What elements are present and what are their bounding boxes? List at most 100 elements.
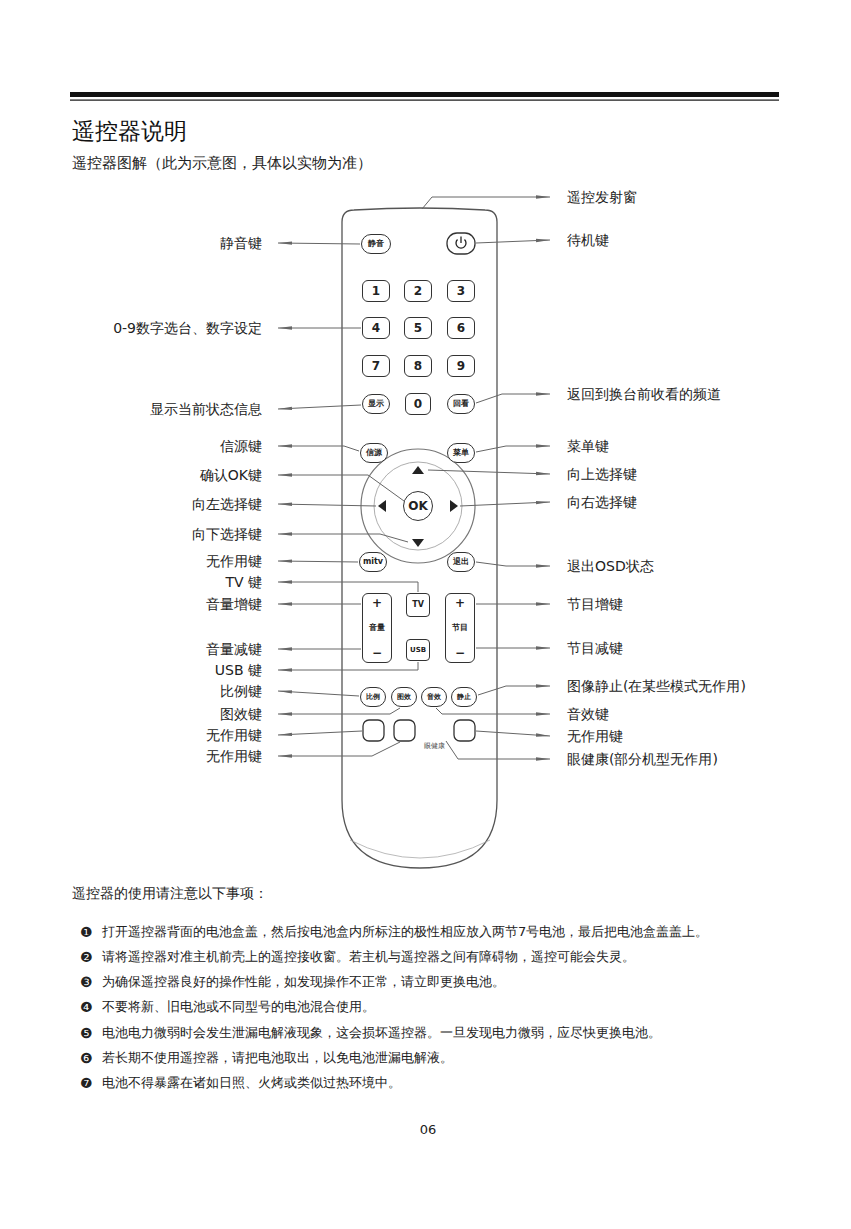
button-text: 8 xyxy=(414,360,422,372)
button-text: 退出 xyxy=(453,558,469,566)
remote-button: 2 xyxy=(404,280,432,302)
button-text: 7 xyxy=(372,360,380,372)
callout-label: 无作用键 xyxy=(206,748,262,765)
callout-label: 向左选择键 xyxy=(192,496,262,513)
button-text: 静止 xyxy=(457,694,471,701)
button-text: 3 xyxy=(457,285,465,297)
button-text: + xyxy=(455,597,465,609)
remote-bottom-edge xyxy=(350,840,490,858)
leader-line xyxy=(476,731,550,736)
note-text: 为确保遥控器良好的操作性能，如发现操作不正常，请立即更换电池。 xyxy=(102,974,505,990)
note-text: 不要将新、旧电池或不同型号的电池混合使用。 xyxy=(102,999,375,1015)
button-text: 静音 xyxy=(368,240,384,248)
remote-button: mitv xyxy=(359,552,387,572)
callout-label: 菜单键 xyxy=(567,438,609,455)
leader-line xyxy=(278,662,418,670)
button-caption: 眼健康 xyxy=(424,743,445,750)
remote-button: USB xyxy=(406,639,430,661)
callout-label: 节目减键 xyxy=(567,640,623,657)
button-text: 图效 xyxy=(397,694,411,701)
note-text: 打开遥控器背面的电池盒盖，然后按电池盒内所标注的极性相应放入两节7号电池，最后把… xyxy=(102,924,708,940)
remote-button: 显示 xyxy=(362,394,390,414)
note-text: ❷ xyxy=(80,949,93,966)
leader-line xyxy=(278,446,359,451)
callout-label: TV 键 xyxy=(225,574,262,591)
callout-label: 向右选择键 xyxy=(567,494,637,511)
button-text: 显示 xyxy=(368,400,384,408)
callout-label: 图像静止(在某些模式无作用) xyxy=(567,678,746,695)
leader-line xyxy=(446,741,550,759)
remote-button: 比例 xyxy=(360,687,386,707)
callout-label: 无作用键 xyxy=(206,727,262,744)
callout-label: 确认OK键 xyxy=(200,467,262,484)
leader-line xyxy=(476,562,550,566)
button-text: mitv xyxy=(363,558,383,566)
callout-label: 待机键 xyxy=(567,232,609,249)
remote-button: TV xyxy=(406,593,430,617)
leader-line xyxy=(278,328,361,329)
button-text: 9 xyxy=(457,360,465,372)
note-text: 电池电力微弱时会发生泄漏电解液现象，这会损坏遥控器。一旦发现电力微弱，应尽快更换… xyxy=(102,1025,661,1041)
callout-label: 眼健康(部分机型无作用) xyxy=(567,751,718,768)
leader-line xyxy=(476,446,550,452)
button-text: OK xyxy=(408,500,428,512)
note-text: ❹ xyxy=(80,999,93,1016)
leader-line xyxy=(478,686,550,695)
button-text: 5 xyxy=(414,322,422,334)
remote-button: 6 xyxy=(447,317,475,339)
callout-label: 无作用键 xyxy=(206,553,262,570)
remote-button: 静音 xyxy=(361,234,391,254)
remote-button: OK xyxy=(403,491,433,521)
button-text: 比例 xyxy=(366,694,380,701)
leader-line xyxy=(428,470,550,474)
leader-line xyxy=(476,648,550,649)
callout-label: 图效键 xyxy=(220,706,262,723)
callout-label: 退出OSD状态 xyxy=(567,558,654,575)
callout-label: 0-9数字选台、数字设定 xyxy=(113,320,262,337)
leader-line xyxy=(476,604,550,605)
button-text: 音量 xyxy=(369,624,385,632)
remote-button: 眼健康 xyxy=(424,720,445,741)
leader-line xyxy=(278,243,360,244)
remote-button: 信源 xyxy=(360,443,388,463)
callout-label: 音效键 xyxy=(567,706,609,723)
button-text: 4 xyxy=(372,322,380,334)
remote-button: 7 xyxy=(362,355,390,377)
callout-label: 音量增键 xyxy=(206,596,262,613)
remote-button: 退出 xyxy=(447,552,475,572)
button-text: 音效 xyxy=(427,694,441,701)
button-text: 6 xyxy=(457,322,465,334)
note-text: ❼ xyxy=(80,1075,93,1092)
note-text: ❶ xyxy=(80,924,93,941)
leader-line xyxy=(278,691,359,696)
page-title: 遥控器说明 xyxy=(72,118,187,146)
leader-line xyxy=(278,649,361,650)
remote-button: 菜单 xyxy=(447,443,475,463)
direction-pad xyxy=(361,449,475,563)
callout-label: 显示当前状态信息 xyxy=(150,401,262,418)
power-button xyxy=(447,233,475,254)
top-rule-thin xyxy=(70,100,779,101)
button-text: 信源 xyxy=(366,449,382,457)
note-text: ❸ xyxy=(80,974,93,991)
leader-line xyxy=(460,502,550,506)
top-rule xyxy=(70,92,779,97)
leader-line xyxy=(436,708,550,714)
leader-line xyxy=(476,240,550,243)
leader-lines xyxy=(278,197,550,759)
remote-button: + 音量 − xyxy=(362,593,392,663)
button-text: − xyxy=(372,647,382,659)
callout-label: 遥控发射窗 xyxy=(567,189,637,206)
remote-button: 静止 xyxy=(451,687,477,707)
button-text: 菜单 xyxy=(453,449,469,457)
note-text: 电池不得暴露在诸如日照、火烤或类似过热环境中。 xyxy=(102,1075,401,1091)
callout-label: 音量减键 xyxy=(206,641,262,658)
remote-button: 5 xyxy=(404,317,432,339)
leader-line xyxy=(278,582,418,592)
button-text: 回看 xyxy=(453,400,469,408)
remote-button: 1 xyxy=(362,280,390,302)
button-text: + xyxy=(372,597,382,609)
leader-line xyxy=(278,731,362,735)
leader-line xyxy=(278,604,361,605)
callout-label: 比例键 xyxy=(220,683,262,700)
